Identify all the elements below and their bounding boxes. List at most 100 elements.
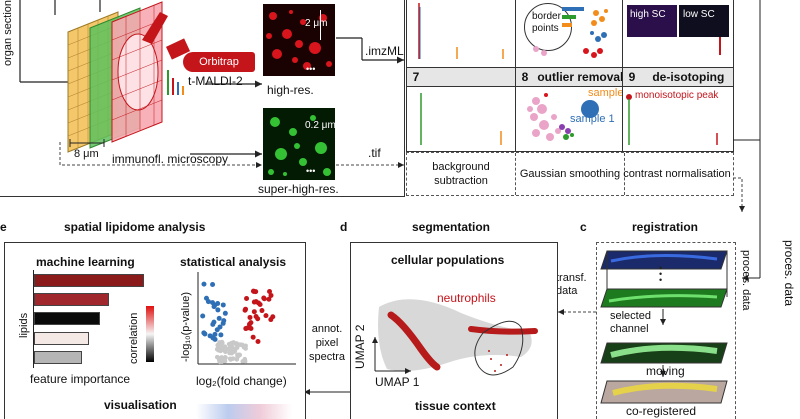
volcano-point-gray xyxy=(242,356,248,362)
ml-bars xyxy=(34,272,144,368)
transf-data-label: transf. data xyxy=(556,272,587,297)
monoisotopic-label: monoisotopic peak xyxy=(635,90,719,101)
visualisation-title: visualisation xyxy=(104,398,177,412)
image-steps-box: background subtraction Gaussian smoothin… xyxy=(406,152,734,196)
volcano-point-gray xyxy=(229,347,234,353)
immuno-label: immunofl. microscopy xyxy=(112,152,229,166)
analysis-title: spatial lipidome analysis xyxy=(64,220,206,234)
points-label: points xyxy=(532,23,559,34)
volcano-point-gray xyxy=(216,346,222,352)
super-high-res-image xyxy=(263,108,335,180)
selected-channel-label: selected channel xyxy=(610,310,651,335)
volcano-point-down xyxy=(212,331,218,337)
volcano-point-down xyxy=(212,336,218,342)
step-8-label: outlier removal xyxy=(537,70,624,84)
neutrophils-label: neutrophils xyxy=(437,291,496,305)
volcano-point-down xyxy=(210,282,216,288)
volcano-point-down xyxy=(203,295,209,301)
panel-e-letter: e xyxy=(0,220,7,234)
bar-green xyxy=(562,15,576,19)
contrast-normalisation-step: contrast normalisation xyxy=(623,168,731,180)
low-sc-label: low SC xyxy=(683,9,715,20)
step-8-panel: sample 2 sample 1 xyxy=(515,86,633,152)
gaussian-smoothing-step: Gaussian smoothing xyxy=(515,153,625,195)
ml-bar xyxy=(34,312,100,326)
volcano-point-up xyxy=(247,314,253,320)
sample-stage xyxy=(67,1,184,153)
ml-bar xyxy=(34,350,83,364)
scale-2um-bar xyxy=(320,10,321,40)
orbitrap-label: Orbitrap xyxy=(199,56,239,68)
tif-label: .tif xyxy=(368,146,381,160)
high-res-image xyxy=(263,4,335,76)
super-high-res-ellipsis: ••• xyxy=(306,166,316,176)
volcano-point-down xyxy=(215,300,221,306)
correlation-label: correlation xyxy=(128,312,140,364)
bar-blue xyxy=(562,7,584,11)
volcano-point-down xyxy=(215,307,221,313)
low-sc-image: low SC xyxy=(679,5,729,37)
annot-label: annot. pixel spectra xyxy=(308,323,346,363)
registration-graphic: • • • xyxy=(600,250,728,404)
feature-importance-label: feature importance xyxy=(30,372,131,386)
super-high-res-label: super-high-res. xyxy=(258,182,339,196)
volcano-xlabel: log₂(fold change) xyxy=(196,374,287,388)
moving-label: moving xyxy=(646,364,685,378)
high-res-ellipsis: ••• xyxy=(306,64,316,74)
volcano-point-up xyxy=(257,302,263,308)
volcano-point-up xyxy=(266,296,272,302)
volcano-point-gray xyxy=(219,339,225,345)
scale-bar-8um xyxy=(69,139,105,147)
volcano-point-down xyxy=(211,304,217,310)
volcano-point-down xyxy=(201,281,207,287)
volcano-point-down xyxy=(216,315,222,321)
volcano-point-up xyxy=(268,317,274,323)
volcano-point-up xyxy=(250,334,256,340)
high-sc-label: high SC xyxy=(630,9,666,20)
bar-orange xyxy=(562,23,572,27)
imzml-label: .imzML xyxy=(365,44,404,58)
volcano-point-up xyxy=(263,313,269,319)
stat-title: statistical analysis xyxy=(180,255,287,269)
border-points-circle xyxy=(524,3,572,51)
svg-text:•: • xyxy=(659,263,662,273)
segmentation-panel: cellular populations neutrophils UMAP 2 … xyxy=(350,242,558,419)
umap1-label: UMAP 1 xyxy=(375,375,420,389)
outlier-scatter xyxy=(527,93,599,141)
scale-8um-label: 8 μm xyxy=(74,148,99,160)
cellular-populations-title: cellular populations xyxy=(391,253,505,267)
volcano-point-gray xyxy=(235,353,241,359)
proces-data-inner: proces. data xyxy=(740,250,752,311)
background-subtraction-step: background subtraction xyxy=(432,161,490,187)
volcano-point-up xyxy=(255,316,261,322)
step-outlier-top: border points xyxy=(515,0,625,68)
volcano-point-up xyxy=(253,289,259,295)
high-res-label: high-res. xyxy=(267,83,314,97)
volcano-point-gray xyxy=(233,341,239,347)
volcano-point-up xyxy=(251,299,257,305)
volcano-point-down xyxy=(218,332,224,338)
ml-bar xyxy=(34,331,89,345)
volcano-point-up xyxy=(261,296,267,302)
volcano-point-up xyxy=(245,325,251,331)
tmaldi-label: t-MALDI-2 xyxy=(188,74,243,88)
volcano-point-up xyxy=(267,289,273,295)
steps-6-row xyxy=(406,0,518,68)
svg-text:•: • xyxy=(659,269,662,279)
volcano-point-down xyxy=(202,331,208,337)
registration-title: registration xyxy=(632,220,699,234)
ml-title: machine learning xyxy=(36,255,135,269)
lipids-label: lipids xyxy=(18,312,30,338)
volcano-point-up xyxy=(242,307,248,313)
step-7-panel xyxy=(406,86,516,152)
volcano-point-up xyxy=(268,292,274,298)
volcano-point-up xyxy=(259,308,265,314)
step-9-header: 9 de-isotoping xyxy=(622,67,734,87)
volcano-point-up xyxy=(255,339,261,345)
segmentation-title: segmentation xyxy=(412,220,491,234)
volcano-plot xyxy=(197,272,296,365)
volcano-point-down xyxy=(220,320,226,326)
volcano-point-gray xyxy=(234,357,240,362)
low-sc-marker xyxy=(719,37,721,55)
